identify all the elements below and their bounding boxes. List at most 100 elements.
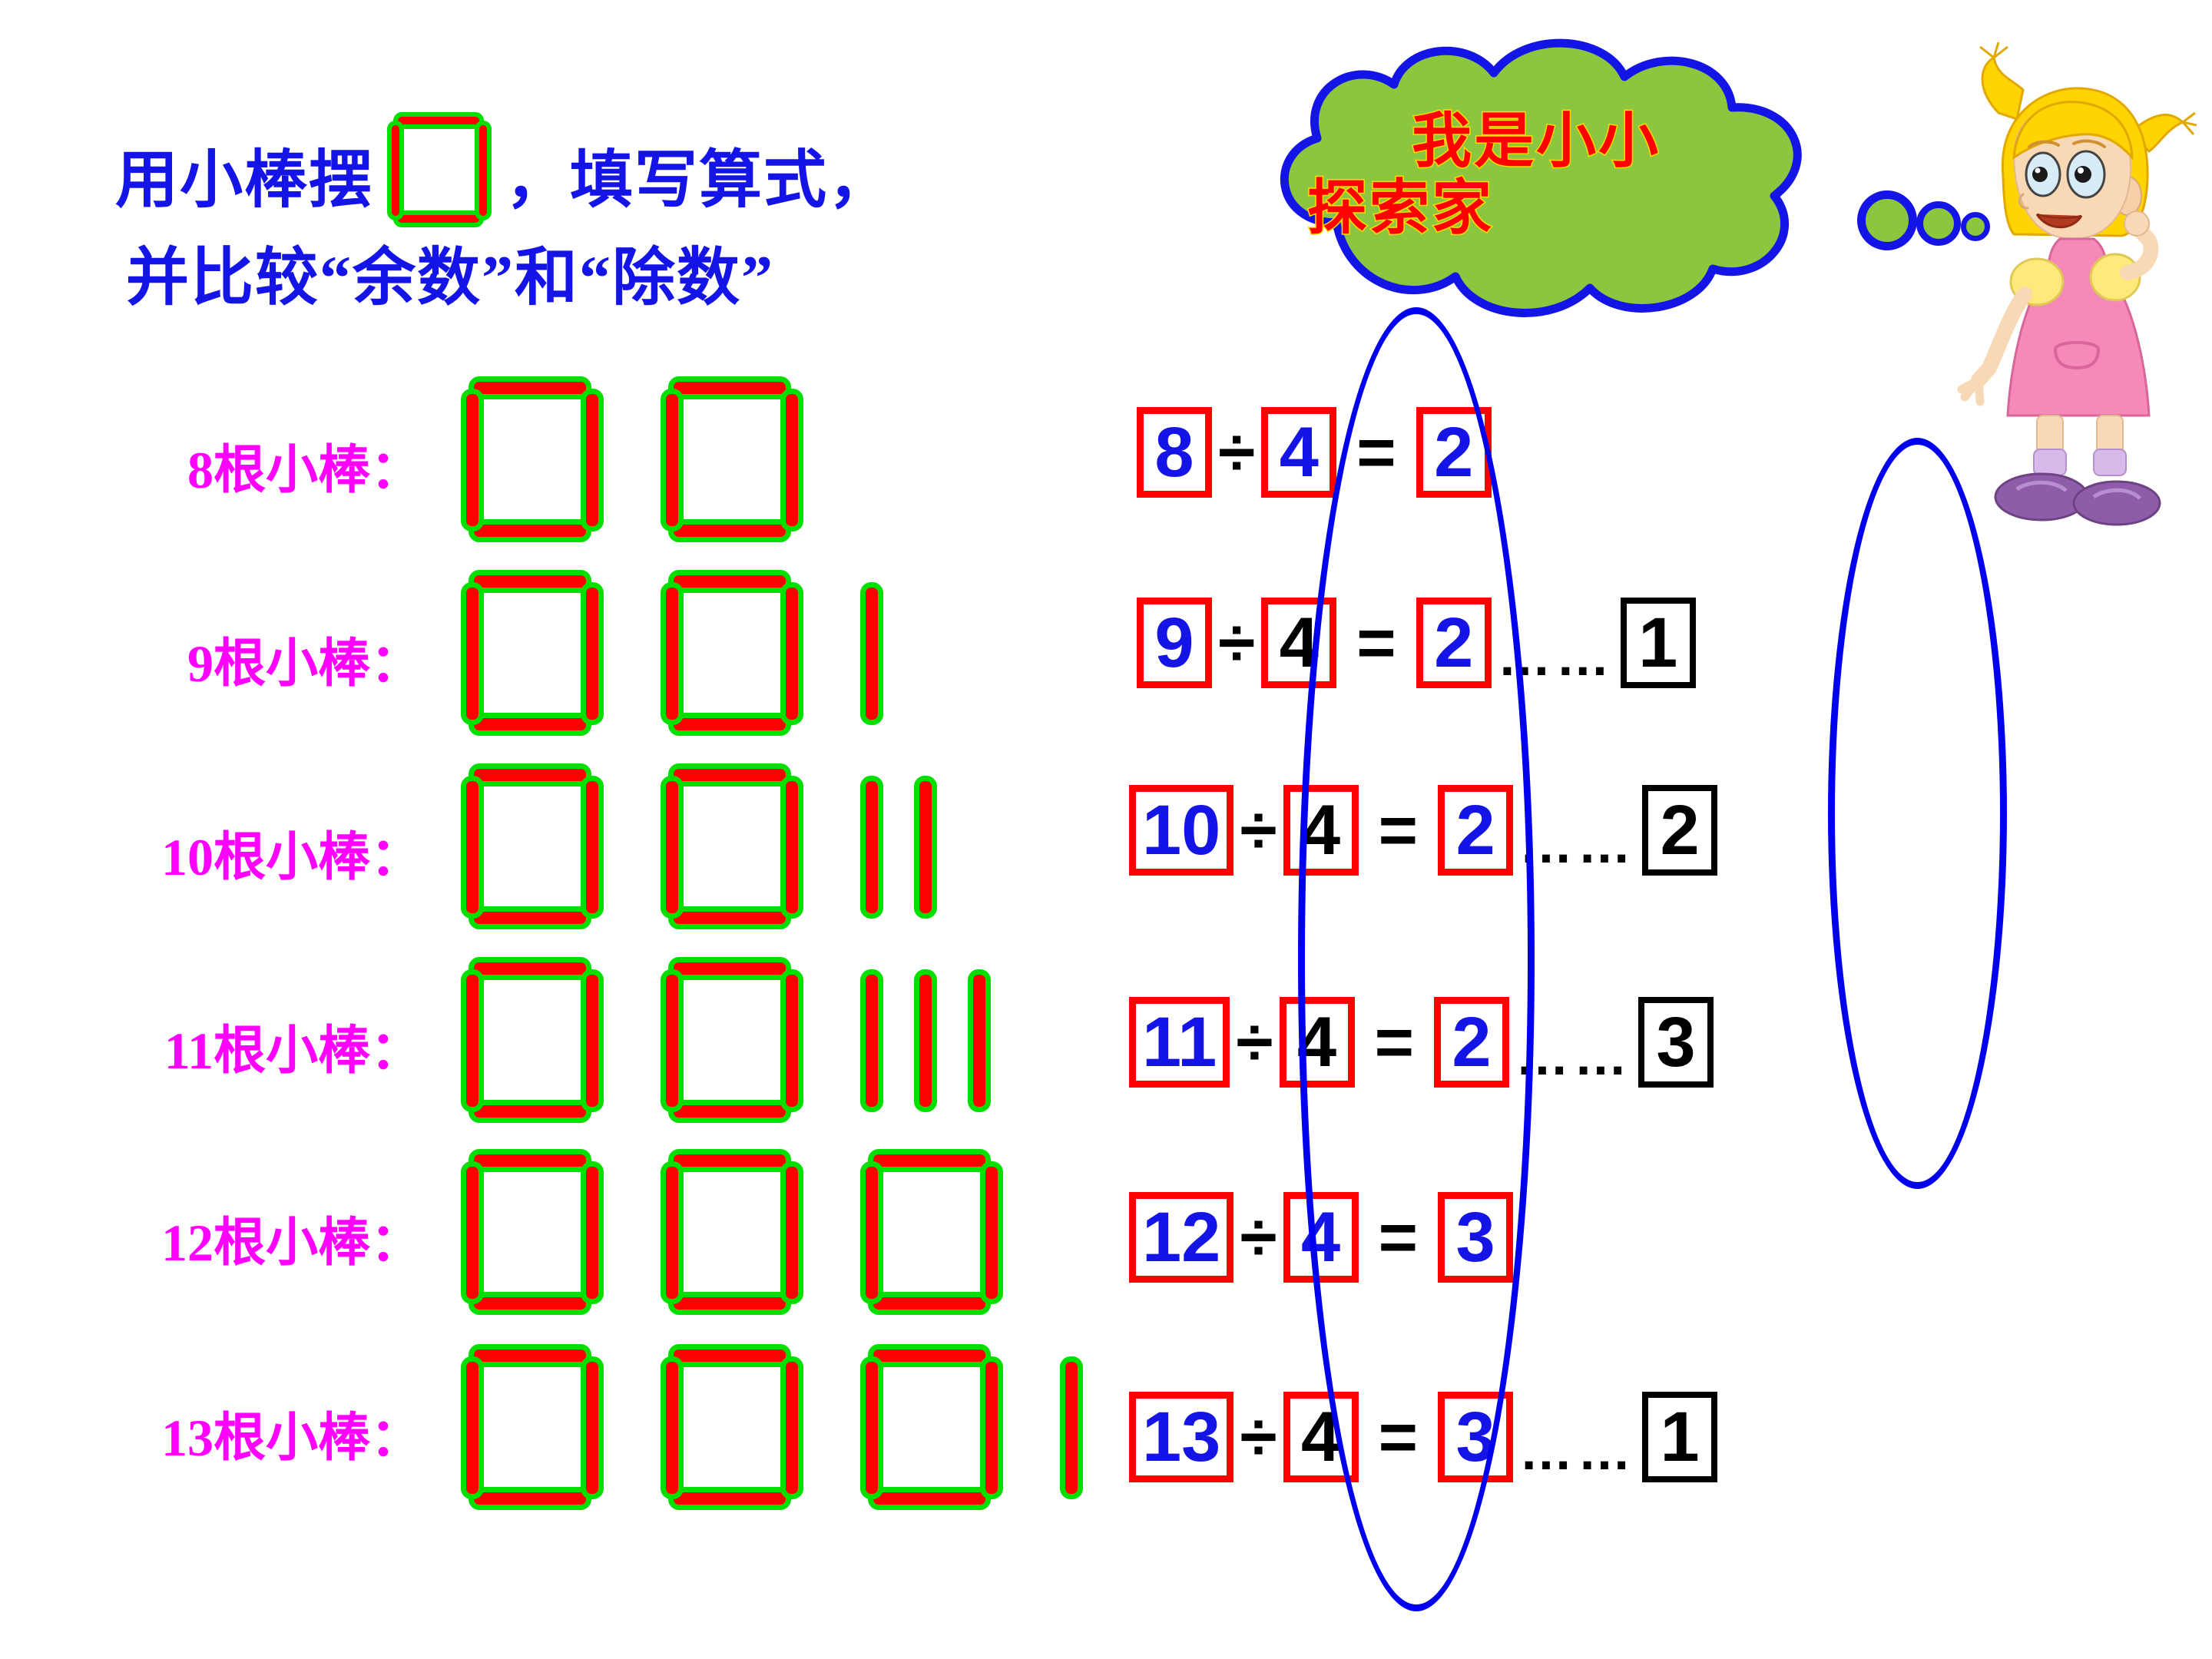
stick-bottom xyxy=(469,519,591,542)
stick-right xyxy=(780,389,803,531)
stick-right xyxy=(780,969,803,1112)
divide-operator: ÷ xyxy=(1240,1199,1277,1275)
stick-bottom xyxy=(668,519,791,542)
divisor-box[interactable]: 4 xyxy=(1283,1192,1359,1283)
divisor-box[interactable]: 4 xyxy=(1261,598,1337,688)
dividend-box[interactable]: 9 xyxy=(1137,598,1212,688)
stick-bottom xyxy=(469,1487,591,1510)
loose-matchstick xyxy=(860,763,883,929)
stick-left xyxy=(387,121,405,220)
equals-operator: = xyxy=(1378,792,1419,868)
stick-top xyxy=(668,376,791,399)
stick-bottom xyxy=(668,1292,791,1315)
remainder-box[interactable]: 1 xyxy=(1642,1392,1718,1482)
title-text-after: ，填写算式， xyxy=(505,144,893,215)
stick-bottom xyxy=(469,1100,591,1123)
equation-row-9: 9 ÷ 4 = 2 …… 1 xyxy=(1137,598,1696,688)
stick-top xyxy=(469,1344,591,1367)
stick-row-13 xyxy=(461,1344,1114,1510)
title-text-before: 用小棒摆 xyxy=(115,144,374,215)
divisor-box[interactable]: 4 xyxy=(1279,997,1355,1088)
thought-cloud: 我是小小 探索家 xyxy=(1221,31,1851,330)
equation-row-13: 13 ÷ 4 = 3 …… 1 xyxy=(1129,1392,1718,1482)
remainder-column-highlight-ellipse xyxy=(1828,438,2007,1189)
quotient-box[interactable]: 3 xyxy=(1438,1392,1514,1482)
row-label-11: 11根小棒： xyxy=(164,1022,422,1080)
divisor-box[interactable]: 4 xyxy=(1261,407,1337,498)
cartoon-girl-illustration xyxy=(1943,41,2197,549)
stick-top xyxy=(668,1344,791,1367)
stick-left xyxy=(860,1356,883,1499)
matchstick-square xyxy=(661,1149,803,1315)
stick-right xyxy=(581,969,604,1112)
stick-top xyxy=(668,570,791,593)
quotient-box[interactable]: 3 xyxy=(1438,1192,1514,1283)
divisor-box[interactable]: 4 xyxy=(1283,1392,1359,1482)
remainder-box[interactable]: 2 xyxy=(1642,785,1718,876)
dividend-box[interactable]: 12 xyxy=(1129,1192,1234,1283)
stick-left xyxy=(661,969,684,1112)
quotient-box[interactable]: 2 xyxy=(1416,407,1492,498)
matchstick-square xyxy=(461,570,604,736)
dividend-box[interactable]: 8 xyxy=(1137,407,1212,498)
stick-bottom xyxy=(469,906,591,929)
stick-row-10 xyxy=(461,763,968,929)
stick-top xyxy=(668,1149,791,1172)
loose-matchstick xyxy=(968,957,991,1123)
stick-top xyxy=(469,570,591,593)
loose-matchstick xyxy=(860,570,883,736)
stick-row-12 xyxy=(461,1149,1060,1315)
stick-bottom xyxy=(668,713,791,736)
stick-right xyxy=(581,582,604,725)
stick-bottom xyxy=(668,906,791,929)
stick-top xyxy=(469,376,591,399)
loose-matchstick xyxy=(914,763,937,929)
dividend-box[interactable]: 13 xyxy=(1129,1392,1234,1482)
matchstick-square xyxy=(860,1344,1003,1510)
row-label-9: 9根小棒： xyxy=(187,634,422,693)
stick-bottom xyxy=(668,1100,791,1123)
stick-top xyxy=(469,1149,591,1172)
stick-right xyxy=(780,1161,803,1304)
stick-single xyxy=(914,969,937,1112)
thought-dot-small xyxy=(1961,212,1990,241)
stick-top xyxy=(469,957,591,980)
stick-bottom xyxy=(868,1487,991,1510)
matchstick-square xyxy=(461,763,604,929)
remainder-box[interactable]: 3 xyxy=(1637,997,1714,1088)
divide-operator: ÷ xyxy=(1240,1399,1277,1475)
stick-bottom xyxy=(393,210,485,227)
equation-row-10: 10 ÷ 4 = 2 …… 2 xyxy=(1129,785,1718,876)
matchstick-square xyxy=(461,957,604,1123)
stick-left xyxy=(461,582,484,725)
divisor-box[interactable]: 4 xyxy=(1283,785,1359,876)
equation-row-8: 8 ÷ 4 = 2 xyxy=(1137,407,1492,498)
stick-single xyxy=(860,776,883,919)
remainder-dots: …… xyxy=(1519,814,1637,874)
quotient-box[interactable]: 2 xyxy=(1438,785,1514,876)
matchstick-square xyxy=(661,1344,803,1510)
stick-top xyxy=(868,1149,991,1172)
stick-left xyxy=(661,1356,684,1499)
stick-left xyxy=(461,969,484,1112)
equation-row-12: 12 ÷ 4 = 3 xyxy=(1129,1192,1514,1283)
stick-bottom xyxy=(868,1292,991,1315)
dividend-box[interactable]: 11 xyxy=(1129,997,1230,1088)
dividend-box[interactable]: 10 xyxy=(1129,785,1234,876)
cloud-text: 我是小小 探索家 xyxy=(1221,106,1851,243)
matchstick-square xyxy=(860,1149,1003,1315)
stick-single xyxy=(860,969,883,1112)
stick-right xyxy=(780,582,803,725)
stick-top xyxy=(469,763,591,786)
remainder-box[interactable]: 1 xyxy=(1620,598,1696,688)
quotient-box[interactable]: 2 xyxy=(1433,997,1509,1088)
cloud-text-line-2: 探索家 xyxy=(1306,173,1495,243)
stick-right xyxy=(780,1356,803,1499)
quotient-box[interactable]: 2 xyxy=(1416,598,1492,688)
stick-left xyxy=(461,1356,484,1499)
stick-top xyxy=(868,1344,991,1367)
stick-left xyxy=(661,1161,684,1304)
cloud-text-line-1: 我是小小 xyxy=(1410,106,1661,175)
stick-right xyxy=(581,1161,604,1304)
equals-operator: = xyxy=(1374,1004,1414,1080)
